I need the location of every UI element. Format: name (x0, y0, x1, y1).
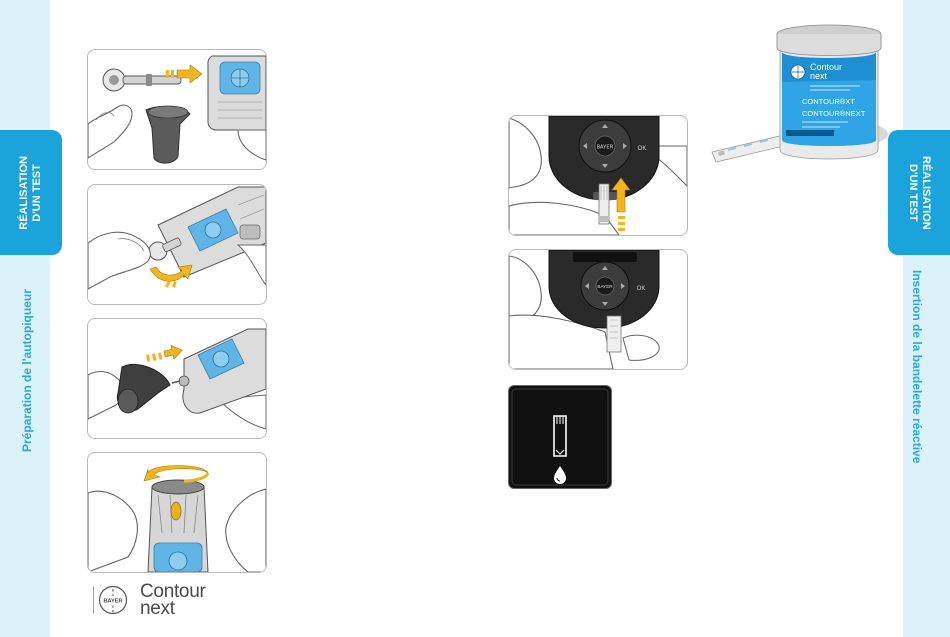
test-strip-icon (554, 416, 566, 456)
glucose-meter-illustration: BAYER OK (549, 250, 659, 328)
lancing-device-illustration (148, 480, 208, 572)
chapter-tab-line1: RÉALISATION (919, 156, 932, 230)
chapter-tab-left-text: RÉALISATION D'UN TEST (18, 156, 44, 230)
svg-text:R: R (112, 609, 115, 613)
meter-ok-label: OK (638, 146, 647, 152)
chapter-tab-left: RÉALISATION D'UN TEST (0, 130, 62, 255)
vial-line-contour-xt: CONTOUR®XT (802, 97, 855, 106)
illustration-replace-endcap (87, 318, 267, 439)
illustration-twist-cap (87, 184, 267, 305)
lancing-device-illustration (158, 187, 266, 277)
vial-body: Contour next CONTOUR®XT CONTOUR®NEXT (777, 25, 881, 159)
test-strip-illustration (607, 316, 621, 352)
twist-arrow (150, 265, 192, 288)
chapter-tab-right: RÉALISATION D'UN TEST (888, 130, 950, 255)
endcap-illustration (117, 364, 170, 413)
section-label-right: Insertion de la bandelette réactive (910, 270, 924, 485)
contour-next-logo: BAYER B A E R Contour next (90, 583, 220, 623)
meter-brand-label: BAYER (597, 145, 614, 151)
insert-arrow (612, 178, 630, 231)
chapter-tab-line2: D'UN TEST (31, 156, 44, 230)
illustration-insert-strip: BAYER OK (508, 115, 688, 236)
meter-brand-label: BAYER (597, 284, 613, 289)
hand-illustration (88, 105, 132, 158)
logo-wordmark: Contour next (140, 583, 206, 617)
rotate-arrow (144, 466, 208, 482)
bayer-cross-icon: BAYER B A E R (98, 585, 128, 615)
chapter-tab-line2: D'UN TEST (906, 156, 919, 230)
blood-drop-icon (554, 466, 566, 484)
section-label-left: Préparation de l'autopiqueur (20, 266, 34, 452)
test-strip-vial-illustration: Contour next CONTOUR®XT CONTOUR®NEXT (708, 22, 894, 170)
vial-line-contour-next: CONTOUR®NEXT (802, 109, 866, 118)
lancing-device-illustration (208, 56, 266, 160)
chapter-tab-right-text: RÉALISATION D'UN TEST (906, 156, 932, 230)
test-strip-illustration (599, 184, 609, 224)
insert-arrow (146, 343, 184, 362)
vial-word-next: next (810, 71, 828, 81)
logo-word-next: next (140, 600, 206, 617)
bayer-horizontal-text: BAYER (103, 599, 122, 605)
illustration-insert-lancet (87, 49, 267, 170)
logo-divider (93, 587, 94, 613)
lancet-cap-illustration (146, 106, 190, 163)
lancet-illustration (103, 69, 181, 91)
meter-ok-label: OK (637, 286, 646, 292)
illustration-rotate-endcap (87, 452, 267, 573)
meter-screen-apply-blood (508, 385, 612, 489)
chapter-tab-line1: RÉALISATION (18, 156, 31, 230)
illustration-strip-inserted: BAYER OK (508, 249, 688, 370)
